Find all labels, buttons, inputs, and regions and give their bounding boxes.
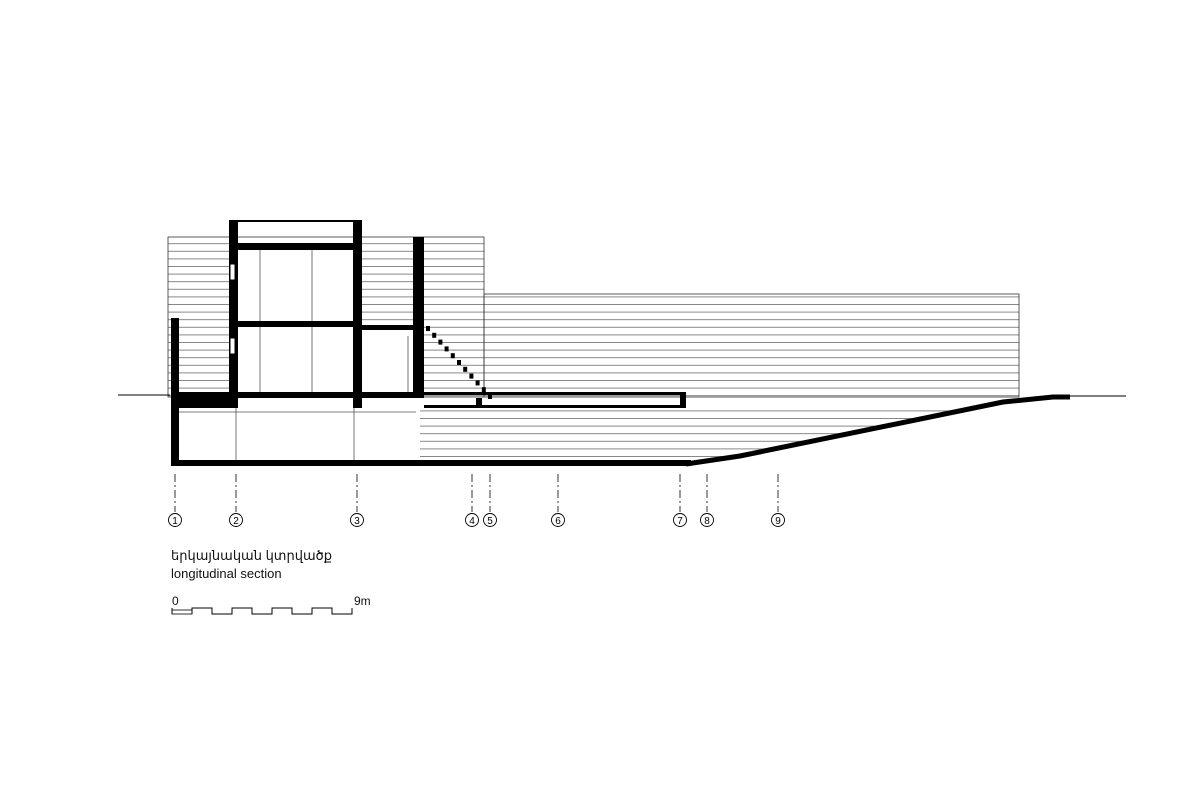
terrace-slab-end [680,392,686,408]
grid-axis-label: 8 [704,516,710,527]
grid-axis-label: 4 [469,516,475,527]
stair-step [426,326,430,331]
window-frames [229,263,236,355]
terrace-slab-top [424,392,686,395]
grid-axis-bubble [551,513,565,527]
grid-axis-bubble [483,513,497,527]
grid-axis-label: 9 [775,516,781,527]
grid-axis-bubble [350,513,364,527]
grid-axis-label: 5 [487,516,493,527]
stair-step [438,339,443,345]
grid-axis-bubble [673,513,687,527]
caption-english: longitudinal section [171,566,282,581]
window-upper [229,263,236,281]
long-volume-elevation [483,293,1020,398]
caption-armenian: երկայնական կտրվածք [171,548,332,563]
cut-structure [171,220,691,466]
upper-floor-slab [229,321,362,327]
terrace-slab-bottom [424,405,686,408]
terrain-slope [685,394,1070,467]
scale-start-label: 0 [172,594,179,608]
grid-axis-bubble [700,513,714,527]
grid-axis-bubble [168,513,182,527]
grid-axis-label: 6 [555,516,561,527]
scale-bar-line [191,607,353,615]
wall-stair-shaft [413,237,424,397]
grid-axis-label: 3 [354,516,360,527]
ground-line [118,394,1126,397]
ground-floor-slab [171,392,424,398]
stair-step [444,346,449,352]
scale-bar [171,607,353,615]
scale-end-label: 9m [354,594,371,608]
entry-slab [179,398,237,408]
lower-roof-slab [360,325,424,330]
roof-slab [229,243,362,250]
roof-parapet-line [238,220,353,222]
section-interior [178,246,416,462]
stair-step [432,332,437,338]
terrace-column [476,398,482,408]
grid-axis-label: 2 [233,516,239,527]
stair-step [488,394,492,399]
scale-bar-first-segment [171,609,193,615]
stair-steps [426,326,492,399]
grid-axis-label: 7 [677,516,683,527]
stair-step [475,380,480,386]
stair-step [463,366,468,372]
wall-axis-2 [229,220,238,408]
grid-axes: 1 2 3 4 5 6 7 8 9 [168,474,785,527]
stair-step [457,360,461,365]
grid-axis-label: 1 [172,516,178,527]
grid-axis-bubble [229,513,243,527]
wall-axis-3 [353,220,362,408]
grid-axis-bubble [465,513,479,527]
stair-step [481,387,486,393]
basement-slab [171,460,691,466]
stair-step [450,353,455,359]
stair-step [469,373,474,379]
below-grade-hatch [420,402,1000,463]
grid-axis-bubble [771,513,785,527]
window-lower [229,337,236,355]
